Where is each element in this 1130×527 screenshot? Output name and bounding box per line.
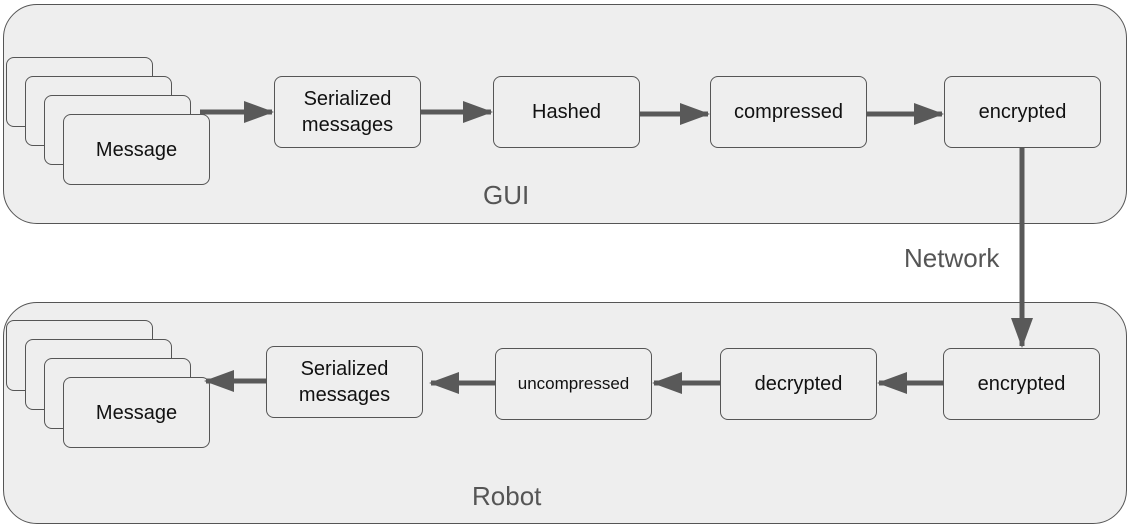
robot-serialized-messages-node: Serialized messages xyxy=(266,346,423,418)
robot-encrypted-node: encrypted xyxy=(943,348,1100,420)
gui-message-node: Message xyxy=(63,114,210,185)
gui-encrypted-node: encrypted xyxy=(944,76,1101,148)
robot-uncompressed-node: uncompressed xyxy=(495,348,652,420)
gui-compressed-node: compressed xyxy=(710,76,867,148)
gui-label: GUI xyxy=(483,180,530,210)
robot-label: Robot xyxy=(472,481,542,511)
gui-hashed-node: Hashed xyxy=(493,76,640,148)
gui-serialized-messages-node: Serialized messages xyxy=(274,76,421,148)
robot-decrypted-node: decrypted xyxy=(720,348,877,420)
robot-message-node: Message xyxy=(63,377,210,448)
network-label: Network xyxy=(904,243,1000,273)
